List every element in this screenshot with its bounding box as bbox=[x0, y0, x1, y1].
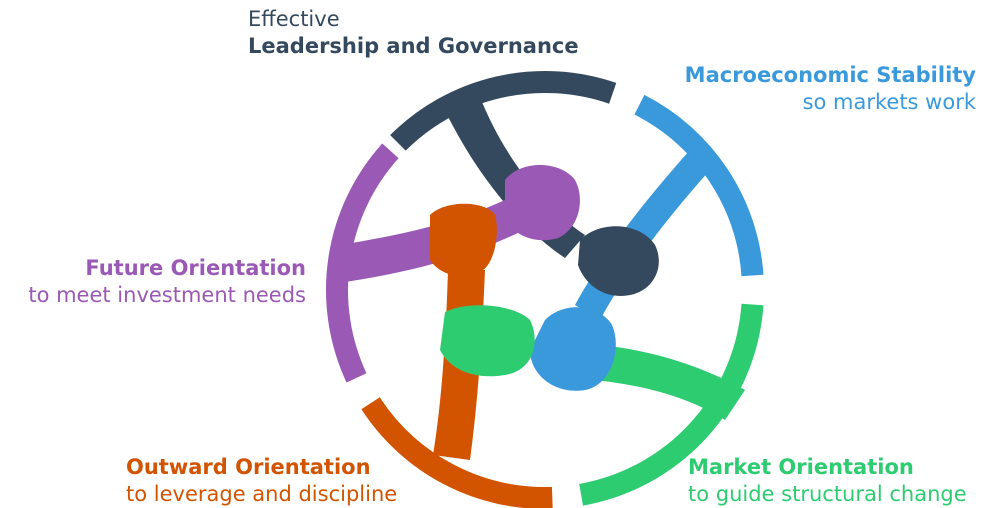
leadership-fist bbox=[578, 226, 659, 296]
macroeconomic-fist bbox=[530, 307, 616, 391]
macroeconomic-label: Macroeconomic Stability so markets work bbox=[685, 62, 976, 116]
leadership-label-line1: Effective bbox=[248, 7, 340, 31]
macroeconomic-label-line1: Macroeconomic Stability bbox=[684, 63, 976, 87]
market-arm bbox=[595, 345, 745, 420]
leadership-label-line2: Leadership and Governance bbox=[248, 34, 579, 58]
outward-label-line1: Outward Orientation bbox=[126, 455, 371, 479]
future-fist bbox=[505, 165, 580, 241]
macroeconomic-ring-segment bbox=[634, 94, 764, 277]
future-label-line1: Future Orientation bbox=[85, 256, 306, 280]
market-ring-segment bbox=[579, 303, 764, 506]
market-label: Market Orientation to guide structural c… bbox=[688, 454, 967, 508]
ring bbox=[326, 70, 764, 508]
future-ring-segment bbox=[326, 143, 399, 383]
leadership-label: Effective Leadership and Governance bbox=[248, 6, 579, 60]
future-label-line2: to meet investment needs bbox=[28, 283, 306, 307]
market-label-line2: to guide structural change bbox=[688, 482, 967, 506]
leadership-ring-segment bbox=[390, 70, 617, 151]
market-fist bbox=[440, 305, 535, 377]
macroeconomic-label-line2: so markets work bbox=[802, 90, 976, 114]
outward-label-line2: to leverage and discipline bbox=[126, 482, 398, 506]
market-label-line1: Market Orientation bbox=[688, 455, 914, 479]
outward-ring-segment bbox=[361, 397, 553, 508]
future-label: Future Orientation to meet investment ne… bbox=[28, 255, 306, 309]
outward-fist bbox=[430, 203, 497, 276]
fists bbox=[430, 165, 659, 391]
outward-label: Outward Orientation to leverage and disc… bbox=[126, 454, 397, 508]
